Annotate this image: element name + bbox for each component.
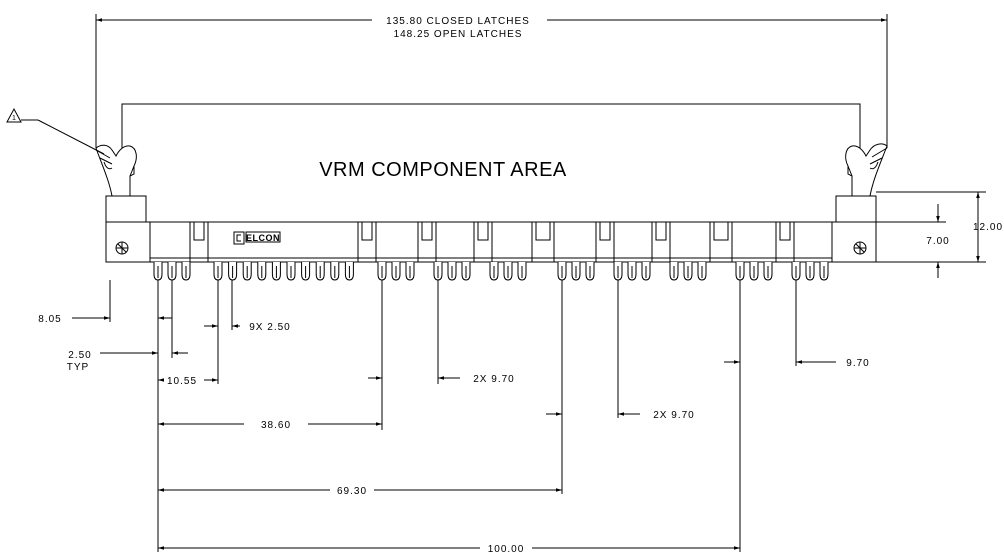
key-slot bbox=[358, 222, 376, 262]
contact-pin bbox=[258, 262, 266, 280]
contact-pin bbox=[287, 262, 295, 280]
right-latch bbox=[846, 144, 887, 196]
contact-pin bbox=[806, 262, 814, 280]
overall-width-dimension: 135.80 CLOSED LATCHES 148.25 OPEN LATCHE… bbox=[96, 14, 887, 148]
contact-pin bbox=[345, 262, 353, 280]
dim-single: 9.70 bbox=[846, 358, 869, 369]
contact-pin bbox=[272, 262, 280, 280]
contact-pin bbox=[792, 262, 800, 280]
contact-pin bbox=[243, 262, 251, 280]
contact-pin bbox=[736, 262, 744, 280]
contact-pin bbox=[642, 262, 650, 280]
key-slot bbox=[532, 222, 554, 262]
contact-pin bbox=[614, 262, 622, 280]
overall-open-label: 148.25 OPEN LATCHES bbox=[394, 29, 523, 40]
contact-pin bbox=[572, 262, 580, 280]
contact-pin bbox=[331, 262, 339, 280]
contact-pin bbox=[670, 262, 678, 280]
contact-pin bbox=[820, 262, 828, 280]
key-slot bbox=[652, 222, 670, 262]
component-area-label: VRM COMPONENT AREA bbox=[319, 159, 567, 181]
contact-pins bbox=[154, 262, 828, 280]
contact-pin bbox=[628, 262, 636, 280]
vrm-card: VRM COMPONENT AREA bbox=[122, 104, 860, 181]
contact-pin bbox=[698, 262, 706, 280]
contact-pin bbox=[168, 262, 176, 280]
height-total-label: 12.00 bbox=[973, 222, 1003, 233]
dim-38: 38.60 bbox=[261, 420, 291, 431]
key-slot bbox=[776, 222, 794, 262]
dim-edge-offset: 8.05 bbox=[38, 314, 61, 325]
bottom-dimensions: 8.05 9X 2.50 2.50 TYP 10.55 2X 9.70 9.70… bbox=[38, 280, 869, 555]
dim-group-pitch: 9X 2.50 bbox=[249, 322, 290, 333]
dim-100: 100.00 bbox=[488, 544, 525, 555]
dim-2x-b: 2X 9.70 bbox=[653, 410, 694, 421]
contact-pin bbox=[764, 262, 772, 280]
dim-pitch-note: TYP bbox=[67, 362, 89, 373]
key-slot bbox=[596, 222, 614, 262]
key-slot bbox=[190, 222, 208, 262]
key-slot bbox=[474, 222, 492, 262]
housing-key-slots bbox=[190, 222, 794, 262]
contact-pin bbox=[518, 262, 526, 280]
connector-housing bbox=[106, 196, 876, 262]
dim-first-group: 10.55 bbox=[167, 376, 197, 387]
overall-closed-label: 135.80 CLOSED LATCHES bbox=[386, 16, 530, 27]
revision-callout: 1 bbox=[7, 109, 104, 154]
left-latch bbox=[96, 145, 136, 196]
contact-pin bbox=[392, 262, 400, 280]
contact-pin bbox=[434, 262, 442, 280]
contact-pin bbox=[214, 262, 222, 280]
contact-pin bbox=[750, 262, 758, 280]
height-body-label: 7.00 bbox=[926, 236, 949, 247]
contact-pin bbox=[378, 262, 386, 280]
contact-pin bbox=[462, 262, 470, 280]
key-slot bbox=[418, 222, 436, 262]
height-dimensions: 12.00 7.00 bbox=[876, 192, 1003, 278]
dim-pitch: 2.50 bbox=[68, 350, 91, 361]
contact-pin bbox=[684, 262, 692, 280]
revision-mark: 1 bbox=[12, 115, 16, 122]
contact-pin bbox=[490, 262, 498, 280]
contact-pin bbox=[182, 262, 190, 280]
contact-pin bbox=[586, 262, 594, 280]
contact-pin bbox=[316, 262, 324, 280]
contact-pin bbox=[406, 262, 414, 280]
contact-pin bbox=[558, 262, 566, 280]
contact-pin bbox=[504, 262, 512, 280]
dim-69: 69.30 bbox=[337, 486, 367, 497]
contact-pin bbox=[229, 262, 237, 280]
dim-2x-a: 2X 9.70 bbox=[473, 374, 514, 385]
elcon-logo: ELCON bbox=[234, 232, 280, 244]
contact-pin bbox=[448, 262, 456, 280]
logo-text: ELCON bbox=[246, 233, 280, 243]
contact-pin bbox=[154, 262, 162, 280]
contact-pin bbox=[302, 262, 310, 280]
key-slot bbox=[710, 222, 732, 262]
